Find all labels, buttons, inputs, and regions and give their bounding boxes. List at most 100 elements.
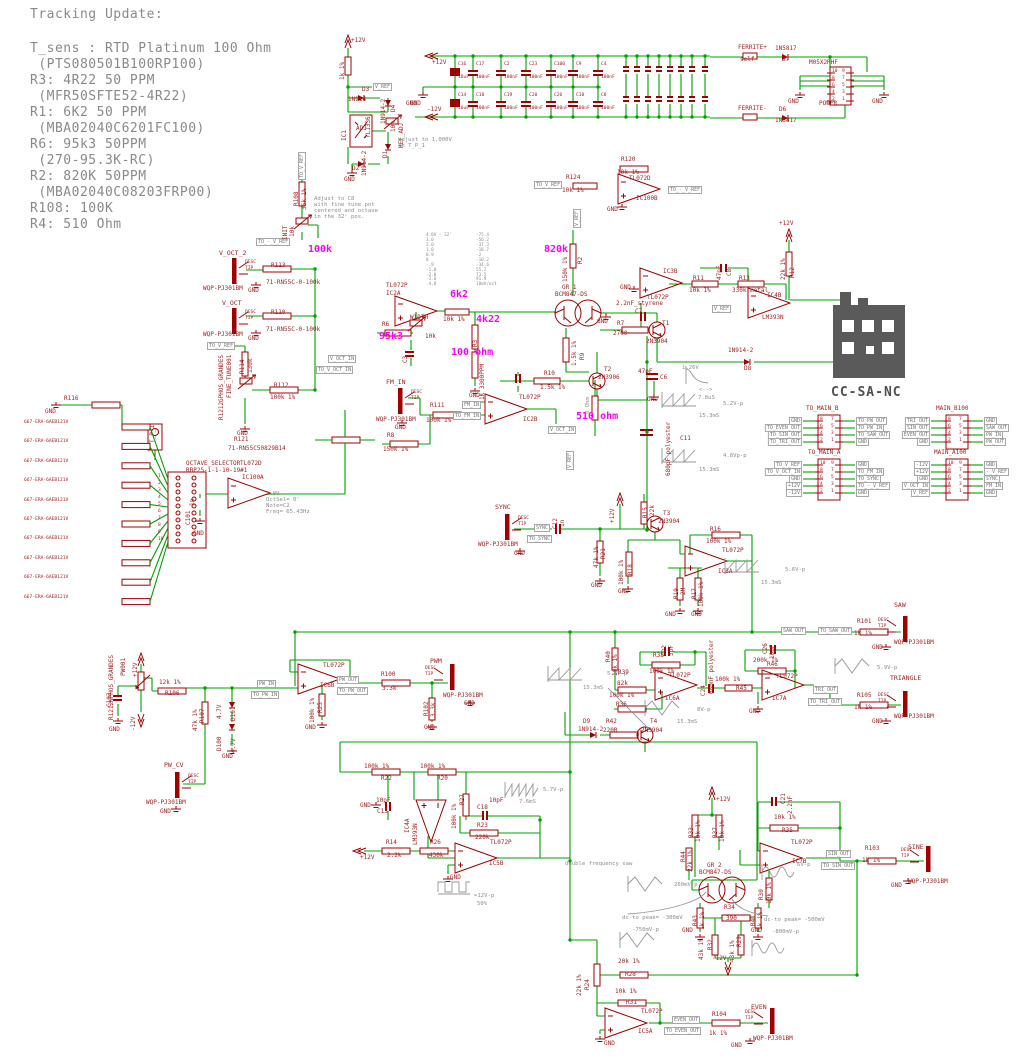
component-label: 667-ERA-6AEB121V <box>24 458 69 464</box>
component-label: GND <box>749 708 760 715</box>
component-label: 2M <box>680 587 687 595</box>
component-label: R46 <box>767 661 778 668</box>
component-label: RBP25-1-1-10-19#1 <box>186 467 248 474</box>
component-label: 4 <box>820 431 823 436</box>
component-label: R32 <box>707 939 714 950</box>
component-label: R27 <box>459 794 466 805</box>
component-label: BCM847-DS <box>555 291 588 298</box>
cc-sa-nc-logo <box>833 292 905 378</box>
component-label: GR_1 <box>562 284 577 291</box>
net-flag: FM_IN <box>462 401 482 409</box>
component-label: TL072D <box>629 175 651 182</box>
component-label: C17 <box>476 62 485 67</box>
component-label: GND <box>248 287 259 294</box>
component-label: 7 <box>831 468 834 473</box>
component-label: D4 <box>390 104 397 112</box>
component-label: R1212GPHOS_GRANDES <box>218 354 225 420</box>
component-label: 1.5k 1% <box>571 340 578 366</box>
annotation: 50% <box>477 901 488 907</box>
header-text: R2: 820K 50PPM <box>30 169 147 184</box>
net-flag: GND <box>856 438 870 446</box>
component-label: TO_MAIN_B <box>806 405 839 412</box>
net-flag: TO_-_V_REF <box>256 238 291 246</box>
net-flag: V_OCT_IN <box>328 355 357 363</box>
component-label: 1N914-2 <box>380 98 387 124</box>
jacks-generated <box>175 258 931 1034</box>
component-label: 9 <box>959 461 962 466</box>
component-label: D7 <box>782 56 790 63</box>
magenta-annotation: 100k <box>308 244 333 255</box>
component-label: 2 <box>948 489 951 494</box>
component-label: 8 <box>820 468 823 473</box>
component-label: IC7A <box>772 695 787 702</box>
component-label: +12V <box>609 508 616 523</box>
component-label: 4.7V <box>216 704 223 719</box>
component-label: WQP-PJ301BM <box>478 541 518 548</box>
component-label: TIP <box>245 266 254 271</box>
component-label: 3 <box>959 482 962 487</box>
component-label: 130k <box>247 358 254 373</box>
component-label: IC4A <box>404 818 411 833</box>
net-flag: GND <box>916 438 930 446</box>
header-text: R1: 6K2 50 PPM <box>30 105 147 120</box>
component-label: TO_MAIN_A <box>808 449 841 456</box>
component-label: 5 <box>831 475 834 480</box>
component-label: R7 <box>617 320 625 327</box>
component-label: 2700 <box>613 330 628 337</box>
component-label: 2.2nF_styrene <box>616 300 663 307</box>
component-label: 100k 1% <box>706 538 732 545</box>
component-label: 100nF <box>576 106 590 111</box>
component-label: IC5A <box>638 1028 653 1035</box>
component-label: 4.7V <box>230 738 237 753</box>
component-label: 1 <box>959 438 962 443</box>
component-label: 100nF <box>529 106 543 111</box>
component-label: R11 <box>693 275 704 282</box>
component-label: PW001 <box>120 657 127 676</box>
component-label: C19 <box>504 93 513 98</box>
component-label: IC7B <box>792 858 807 865</box>
net-name: SINE <box>908 843 924 851</box>
component-label: 680pF polyester <box>665 421 672 476</box>
component-label: 150k 1% <box>562 256 569 282</box>
component-label: 1N914-2 <box>578 726 604 733</box>
component-label: 667-ERA-6AEB121V <box>24 420 69 425</box>
component-label: 100nF <box>601 106 615 111</box>
component-label: IC2A <box>386 290 401 297</box>
annotation: 5.6V-p <box>785 567 806 573</box>
component-label: D3 <box>362 86 370 93</box>
resistors <box>91 52 897 1027</box>
net-flag: V_REF <box>566 450 574 470</box>
ic-symbols <box>60 53 852 1039</box>
component-label: TL072P <box>791 839 813 846</box>
component-label: 667-ERA-6AEB121V <box>24 439 69 445</box>
component-label: C16 <box>458 62 467 67</box>
component-label: R2 <box>577 256 584 264</box>
component-label: +12V <box>360 854 375 861</box>
header-text: T_sens : RTD Platinum 100 Ohm <box>30 41 272 56</box>
component-label: DESC <box>245 310 257 315</box>
net-flag: TO_V_REF <box>298 151 306 180</box>
component-label: R104 <box>712 1011 727 1018</box>
component-label: R42 <box>606 718 617 725</box>
component-label: R25 <box>317 702 324 713</box>
component-label: 667-ERA-6AEB121V <box>24 497 69 503</box>
component-label: C9 <box>576 62 582 67</box>
component-label: GND <box>464 700 475 707</box>
component-label: OCTAVE_SELECTOR <box>186 460 241 467</box>
annotation: 4.0V - 32' 3.0 2.0 1.0 0.9 0 -.9 -1.0 -2… <box>426 233 452 288</box>
net-name: SYNC <box>495 503 511 511</box>
annotation: 15.3mS <box>583 685 604 691</box>
component-label: TL072D <box>240 460 262 467</box>
component-label: 2N3906 <box>598 374 620 381</box>
net-flag: PW_OUT <box>337 676 360 684</box>
component-label: R29 <box>736 936 743 947</box>
component-label: R30 <box>758 889 765 900</box>
component-label: 150k 1% <box>383 446 409 453</box>
component-label: 5 <box>831 424 834 429</box>
component-label: IC3B <box>663 268 678 275</box>
component-label: 10uF <box>458 106 470 111</box>
component-label: 4 <box>820 482 823 487</box>
component-label: 7 <box>842 76 845 81</box>
component-label: GND <box>591 582 602 589</box>
